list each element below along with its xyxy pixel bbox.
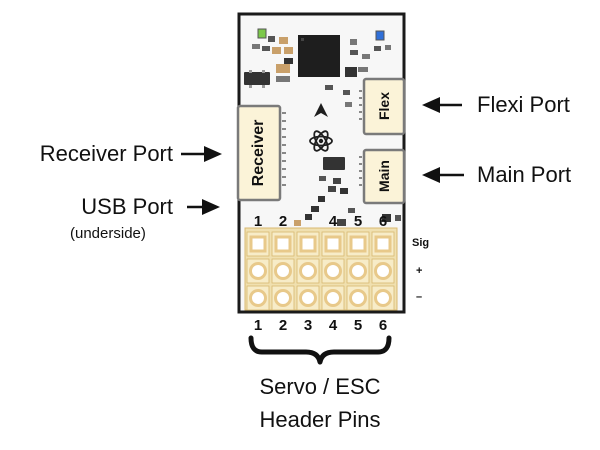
smd-component [345, 67, 357, 77]
ground-pad [349, 289, 367, 307]
main-port-label: Main Port [477, 162, 572, 187]
pin-number-top: 6 [378, 213, 388, 230]
smd-component [350, 50, 358, 55]
flex-connector-label: Flex [376, 91, 392, 121]
power-pad [324, 262, 342, 280]
main-pin-marks [359, 156, 362, 186]
header-pins-label-line2: Header Pins [259, 407, 381, 432]
smd-component [348, 208, 355, 213]
smd-component [318, 196, 325, 202]
receiver-connector-label: Receiver [250, 119, 267, 187]
smd-component [395, 215, 401, 221]
pin-row-label-minus: – [416, 291, 423, 303]
smd-component [385, 45, 391, 50]
smd-component [276, 76, 290, 82]
pin-number-bottom: 4 [328, 317, 338, 334]
smd-component [276, 64, 290, 73]
arrow-left-icon [422, 97, 462, 113]
arrow-right-icon [187, 199, 220, 215]
green-led [257, 28, 267, 39]
signal-pad [374, 235, 392, 253]
smd-component [328, 186, 336, 192]
smd-component [374, 46, 381, 51]
main-connector-label: Main [376, 160, 392, 192]
smd-component [362, 54, 370, 59]
signal-pad [349, 235, 367, 253]
small-ic-pin [262, 70, 265, 73]
smd-component [382, 214, 391, 222]
atom-logo-icon [309, 130, 333, 152]
smd-component [337, 219, 346, 226]
smd-component [358, 67, 368, 72]
main-connector [362, 148, 406, 205]
receiver-connector [236, 104, 282, 202]
power-pad [299, 262, 317, 280]
ground-pad [324, 289, 342, 307]
signal-pad [299, 235, 317, 253]
smd-component [284, 58, 293, 64]
blue-led [375, 30, 385, 41]
small-ic-pin [262, 85, 265, 88]
smd-component [345, 102, 352, 107]
pin-row-label-plus: + [416, 265, 423, 277]
usb-port-label: USB Port [81, 194, 173, 219]
curly-brace-icon [248, 335, 392, 365]
power-pad [249, 262, 267, 280]
ground-pad [299, 289, 317, 307]
pin-number-top: 1 [253, 213, 263, 230]
smd-component [284, 47, 293, 54]
smd-component [325, 85, 333, 90]
smd-component [279, 37, 288, 44]
smd-component [350, 39, 357, 45]
small-ic-pin [249, 85, 252, 88]
ground-pad [274, 289, 292, 307]
smd-component [343, 90, 350, 95]
pin-number-bottom: 2 [278, 317, 288, 334]
smd-component [294, 220, 301, 226]
main-chip [298, 35, 340, 77]
pin-number-bottom: 1 [253, 317, 263, 334]
small-ic [244, 72, 270, 85]
arrow-right-icon [181, 146, 222, 162]
ground-pad [249, 289, 267, 307]
signal-pad [249, 235, 267, 253]
pin-number-top: 5 [353, 213, 363, 230]
power-pad [374, 262, 392, 280]
small-ic-pin [249, 70, 252, 73]
smd-component [323, 157, 345, 170]
smd-component [319, 176, 326, 181]
pin-number-top: 4 [328, 213, 338, 230]
smd-component [340, 188, 348, 194]
smd-component [252, 44, 260, 49]
pin-number-bottom: 5 [353, 317, 363, 334]
usb-port-note: (underside) [70, 225, 146, 242]
pin-number-bottom: 6 [378, 317, 388, 334]
pin-number-top: 2 [278, 213, 288, 230]
smd-component [333, 178, 341, 184]
pin-row-label-sig: Sig [412, 237, 430, 249]
arrow-left-icon [422, 167, 464, 183]
pin-number-bottom: 3 [303, 317, 313, 334]
receiver-port-label: Receiver Port [39, 141, 173, 166]
chevron-up-icon [314, 103, 328, 117]
smd-component [272, 47, 281, 54]
power-pad [274, 262, 292, 280]
ground-pad [374, 289, 392, 307]
flexi-port-label: Flexi Port [477, 92, 570, 117]
header-pins-label-line1: Servo / ESC [259, 374, 381, 399]
receiver-pin-marks [282, 112, 286, 186]
chip-mark [301, 38, 304, 41]
smd-component [311, 206, 319, 212]
smd-component [268, 36, 275, 42]
signal-pad [274, 235, 292, 253]
signal-pad [324, 235, 342, 253]
flex-connector [362, 77, 406, 136]
power-pad [349, 262, 367, 280]
flex-pin-marks [359, 90, 362, 120]
smd-component [305, 214, 312, 220]
smd-component [262, 46, 270, 51]
header-pads [246, 231, 395, 311]
